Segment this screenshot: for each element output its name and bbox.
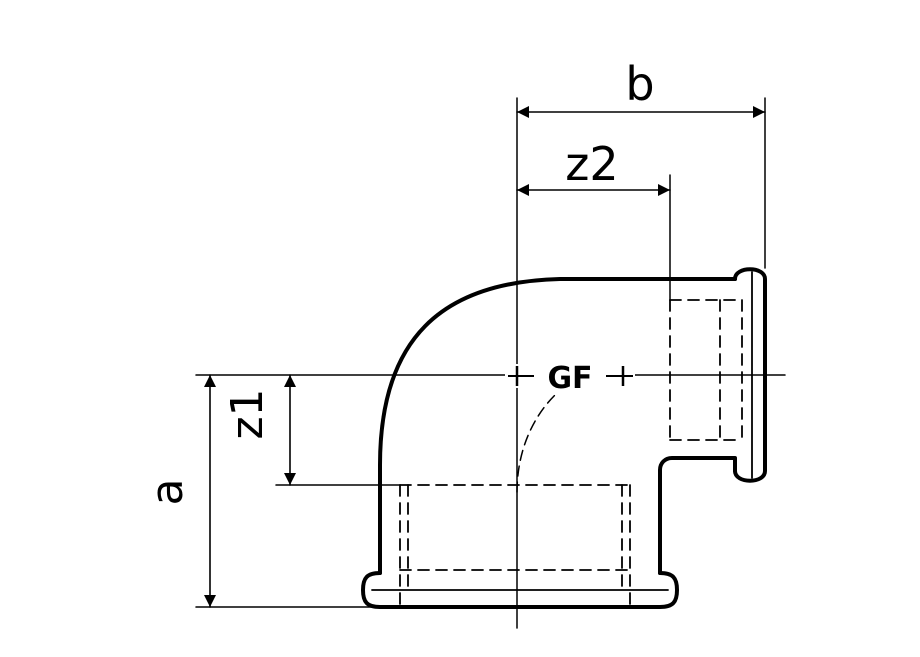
socket-bead-lines	[371, 271, 753, 591]
gf-logo: GF	[505, 361, 635, 396]
dim-label-a: a	[142, 479, 193, 506]
dim-label-z2: z2	[565, 137, 618, 191]
elbow-body	[361, 267, 767, 609]
outer-bend-outline	[378, 277, 737, 575]
bend-center-arc	[516, 394, 556, 493]
inner-corner-outline	[658, 456, 737, 575]
dim-label-b: b	[625, 57, 654, 111]
center-lines	[195, 97, 786, 629]
dim-label-z1: z1	[222, 388, 273, 439]
hidden-thread-lines	[399, 299, 743, 608]
right-socket-end	[733, 267, 767, 483]
gf-logo-text: GF	[547, 361, 592, 396]
bottom-socket-end	[361, 571, 679, 609]
extension-lines	[195, 97, 766, 608]
dimension-lines	[204, 106, 766, 608]
